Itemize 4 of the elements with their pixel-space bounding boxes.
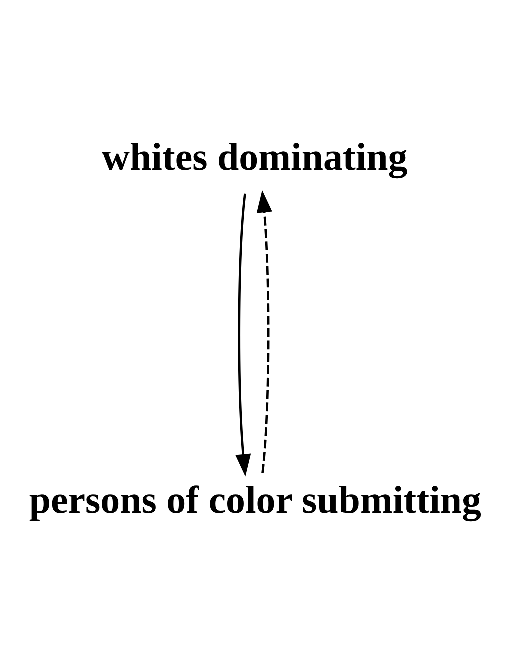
node-text: persons of color submitting	[29, 479, 482, 522]
arrow	[236, 194, 252, 477]
arrow	[256, 190, 272, 474]
node-text: whites dominating	[102, 136, 408, 180]
